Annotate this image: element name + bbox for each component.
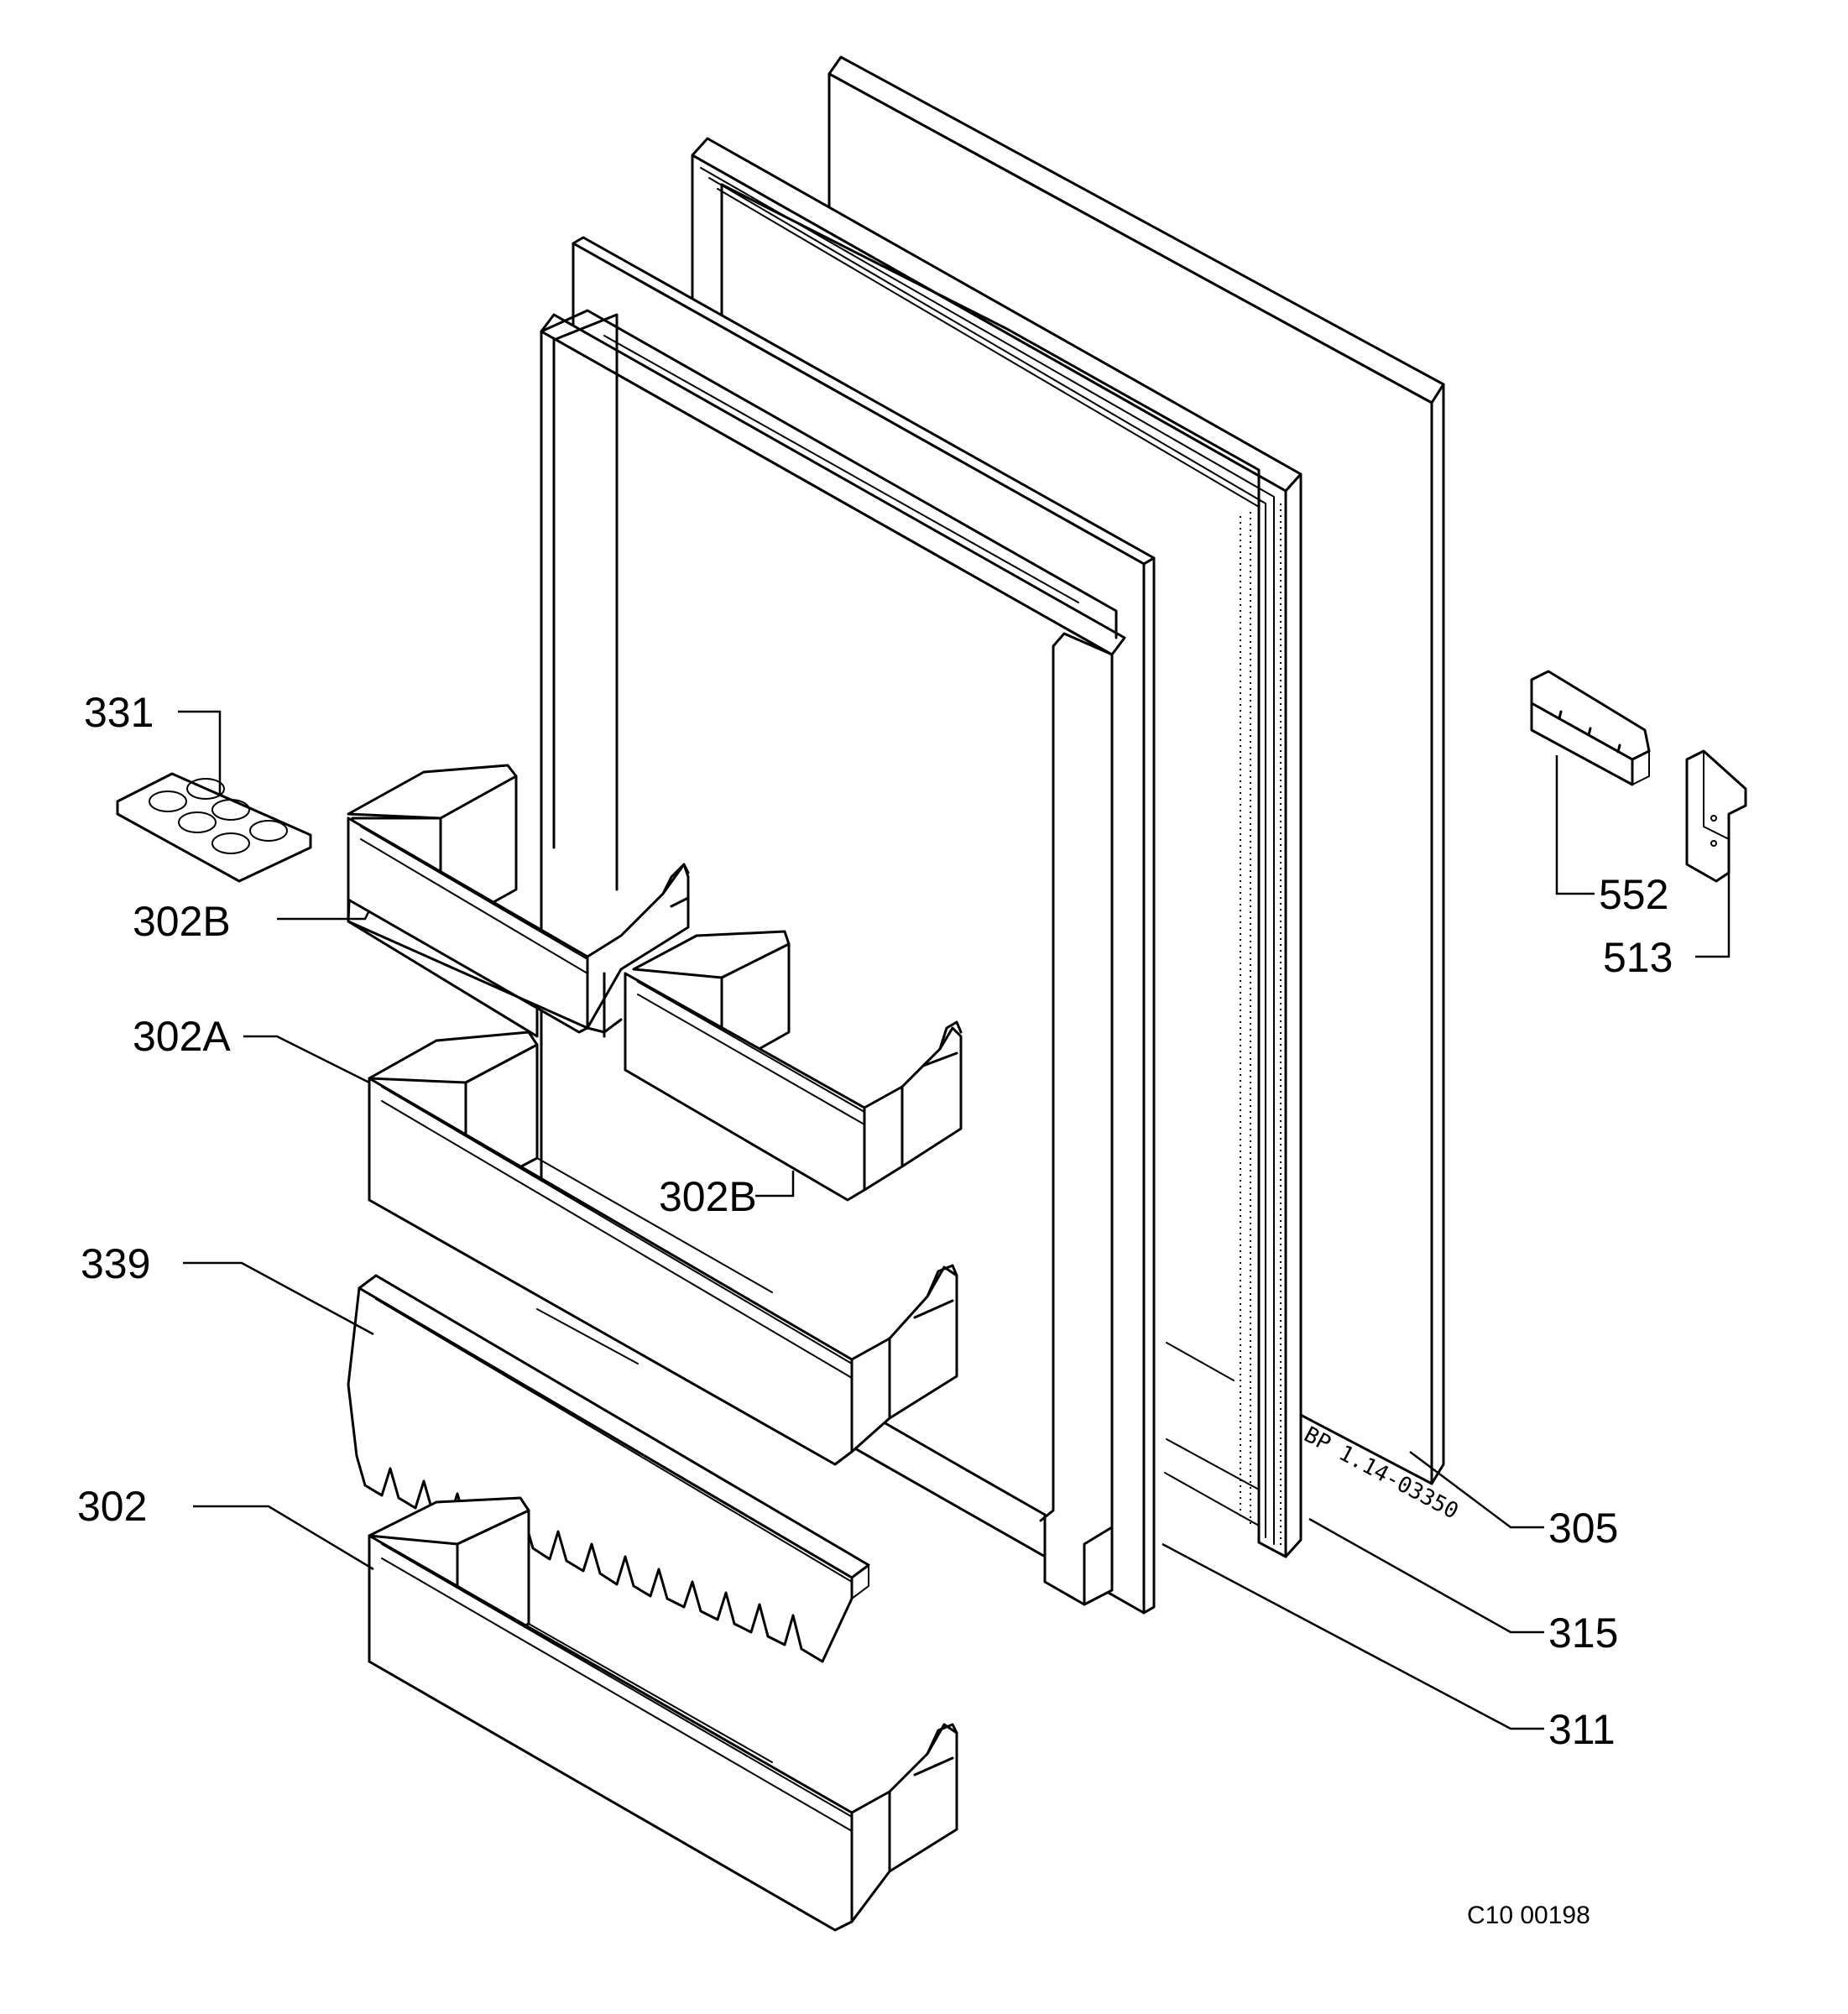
label-302a: 302A	[133, 1013, 231, 1060]
leader-lines	[178, 710, 1731, 1730]
label-302b-lower: 302B	[659, 1173, 757, 1220]
label-302b-upper: 302B	[133, 898, 231, 945]
label-331: 331	[84, 689, 154, 736]
label-311: 311	[1548, 1706, 1616, 1753]
bottom-door-shelf	[368, 1496, 958, 1932]
label-339: 339	[81, 1240, 150, 1287]
label-302: 302	[77, 1483, 147, 1530]
small-door-shelf-lower	[624, 930, 963, 1202]
label-315: 315	[1548, 1610, 1618, 1657]
small-door-shelf-upper	[347, 764, 690, 1038]
bottle-retainer	[347, 1274, 870, 1663]
label-552: 552	[1599, 871, 1668, 918]
drawing-code: C10 00198	[1467, 1902, 1590, 1929]
door-gasket	[691, 137, 1302, 1558]
hinge-plate	[1530, 670, 1651, 786]
egg-tray	[116, 772, 312, 883]
door-shelf	[368, 1030, 958, 1466]
label-513: 513	[1603, 934, 1673, 981]
hinge-bracket	[1685, 749, 1747, 883]
label-305: 305	[1548, 1505, 1618, 1552]
